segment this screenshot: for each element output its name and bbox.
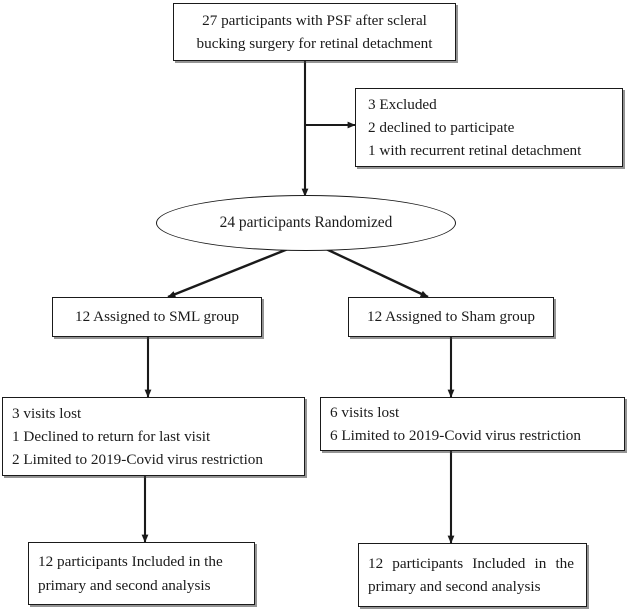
node-enrollment-line-2: bucking surgery for retinal detachment <box>196 35 433 52</box>
node-randomized-label: 24 participants Randomized <box>219 214 393 232</box>
node-sml-final-analysis-line-2: primary and second analysis <box>38 576 211 594</box>
node-sml-visits-lost-line-1: 3 visits lost <box>12 404 82 422</box>
node-sham-final-analysis-line-1: 12 participants Included in the <box>368 554 574 572</box>
node-excluded-line-3: 1 with recurrent retinal detachment <box>368 142 582 160</box>
node-sham-group: 12 Assigned to Sham group <box>348 297 554 337</box>
node-excluded-line-1: 3 Excluded <box>368 95 437 113</box>
node-enrollment: 27 participants with PSF after scleral b… <box>173 3 456 61</box>
node-sham-final-analysis-line-2: primary and second analysis <box>368 578 541 595</box>
node-randomized: 24 participants Randomized <box>156 195 456 251</box>
node-enrollment-line-1: 27 participants with PSF after scleral <box>202 11 427 29</box>
node-excluded: 3 Excluded 2 declined to participate 1 w… <box>355 88 623 167</box>
node-excluded-line-2: 2 declined to participate <box>368 118 515 136</box>
node-sham-visits-lost: 6 visits lost 6 Limited to 2019-Covid vi… <box>320 397 625 451</box>
node-sham-final-analysis: 12 participants Included in the primary … <box>358 543 587 607</box>
connector-randomized-to-sham <box>325 247 429 299</box>
node-sham-group-label: 12 Assigned to Sham group <box>367 308 535 326</box>
node-sml-final-analysis-line-1: 12 participants Included in the <box>38 553 223 571</box>
node-sml-visits-lost-line-2: 1 Declined to return for last visit <box>12 427 211 445</box>
node-sml-visits-lost: 3 visits lost 1 Declined to return for l… <box>2 397 305 476</box>
connector-randomized-to-sml <box>167 247 289 299</box>
node-sml-group-label: 12 Assigned to SML group <box>75 308 239 326</box>
node-sham-visits-lost-line-2: 6 Limited to 2019-Covid virus restrictio… <box>330 427 581 444</box>
node-sham-visits-lost-line-1: 6 visits lost <box>330 403 400 421</box>
node-sml-visits-lost-line-3: 2 Limited to 2019-Covid virus restrictio… <box>12 451 263 469</box>
node-sml-final-analysis: 12 participants Included in the primary … <box>28 542 255 605</box>
node-sml-group: 12 Assigned to SML group <box>52 297 262 337</box>
